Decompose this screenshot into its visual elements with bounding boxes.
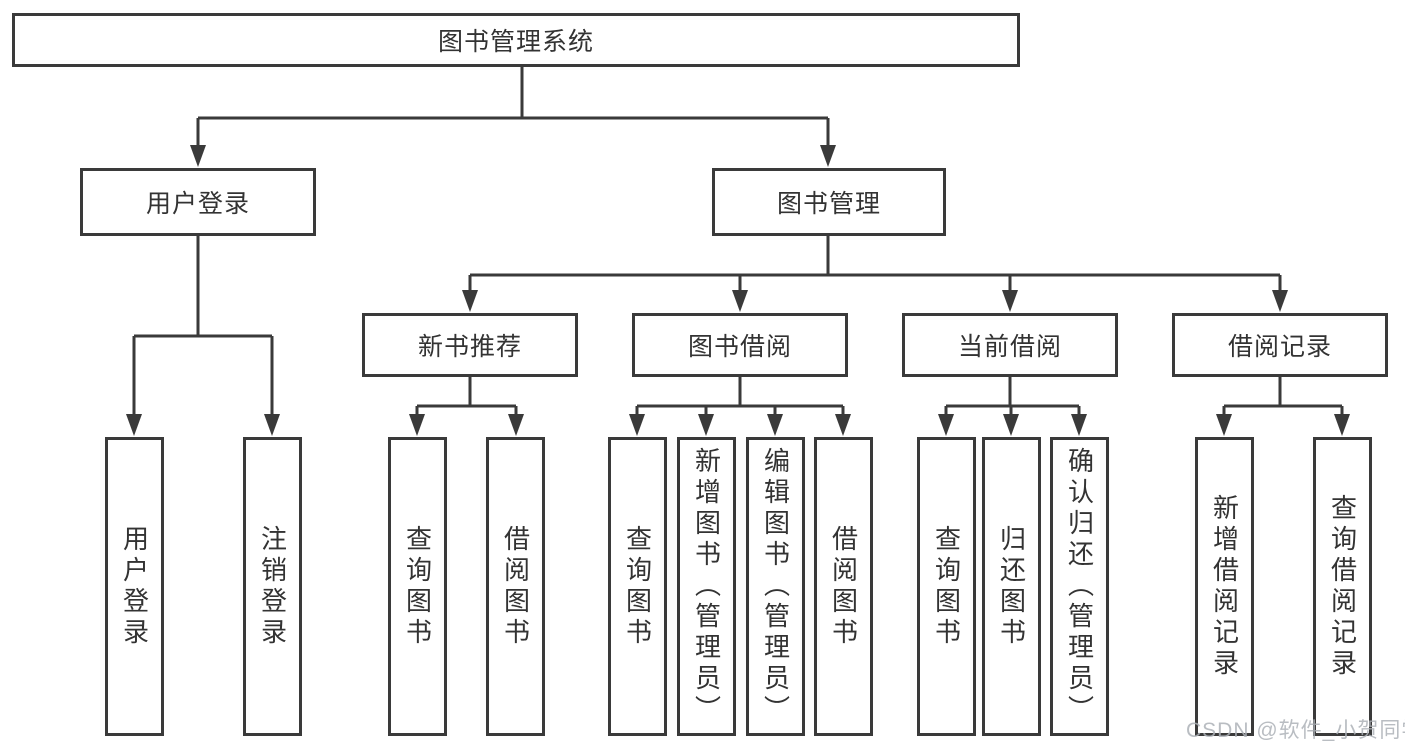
node-label: 新增图书（管理员） <box>691 447 722 726</box>
diagram-leaf-add-borrow-record: 新增借阅记录 <box>1195 437 1254 736</box>
node-label: 编辑图书（管理员） <box>760 447 791 726</box>
diagram-leaf-logout: 注销登录 <box>243 437 302 736</box>
diagram-leaf-query-book-2: 查询图书 <box>608 437 667 736</box>
node-label: 图书管理系统 <box>437 28 594 56</box>
diagram-leaf-borrow-book-1: 借阅图书 <box>486 437 545 736</box>
diagram-leaf-add-book-admin: 新增图书（管理员） <box>677 437 736 736</box>
diagram-leaf-return-book: 归还图书 <box>982 437 1041 736</box>
diagram-node-book-borrow: 图书借阅 <box>632 313 848 377</box>
diagram-node-new-book-recommend: 新书推荐 <box>362 313 578 377</box>
diagram-node-book-management: 图书管理 <box>712 168 946 236</box>
diagram-leaf-borrow-book-2: 借阅图书 <box>814 437 873 736</box>
node-label: 注销登录 <box>257 524 288 649</box>
node-label: 图书借阅 <box>687 333 792 361</box>
node-label: 用户登录 <box>145 190 250 218</box>
node-label: 用户登录 <box>119 524 150 649</box>
node-label: 查询图书 <box>402 524 433 649</box>
diagram-node-root: 图书管理系统 <box>12 13 1020 67</box>
node-label: 借阅图书 <box>828 524 859 649</box>
diagram-leaf-edit-book-admin: 编辑图书（管理员） <box>746 437 805 736</box>
node-label: 新增借阅记录 <box>1209 493 1240 680</box>
diagram-leaf-query-book-1: 查询图书 <box>388 437 447 736</box>
node-label: 图书管理 <box>776 190 881 218</box>
diagram-leaf-confirm-return-admin: 确认归还（管理员） <box>1050 437 1109 736</box>
diagram-node-user-login: 用户登录 <box>80 168 316 236</box>
node-label: 确认归还（管理员） <box>1064 447 1095 726</box>
diagram-leaf-user-login: 用户登录 <box>105 437 164 736</box>
arrowheads <box>126 145 1350 436</box>
diagram-leaf-query-borrow-record: 查询借阅记录 <box>1313 437 1372 736</box>
node-label: 新书推荐 <box>417 333 522 361</box>
node-label: 查询借阅记录 <box>1327 493 1358 680</box>
node-label: 当前借阅 <box>957 333 1062 361</box>
node-label: 归还图书 <box>996 524 1027 649</box>
node-label: 借阅记录 <box>1227 333 1332 361</box>
node-label: 查询图书 <box>622 524 653 649</box>
diagram-leaf-query-book-3: 查询图书 <box>917 437 976 736</box>
diagram-node-current-borrow: 当前借阅 <box>902 313 1118 377</box>
node-label: 查询图书 <box>931 524 962 649</box>
watermark: CSDN @软件_小贺同学 <box>1186 719 1405 742</box>
diagram-node-borrow-record: 借阅记录 <box>1172 313 1388 377</box>
node-label: 借阅图书 <box>500 524 531 649</box>
